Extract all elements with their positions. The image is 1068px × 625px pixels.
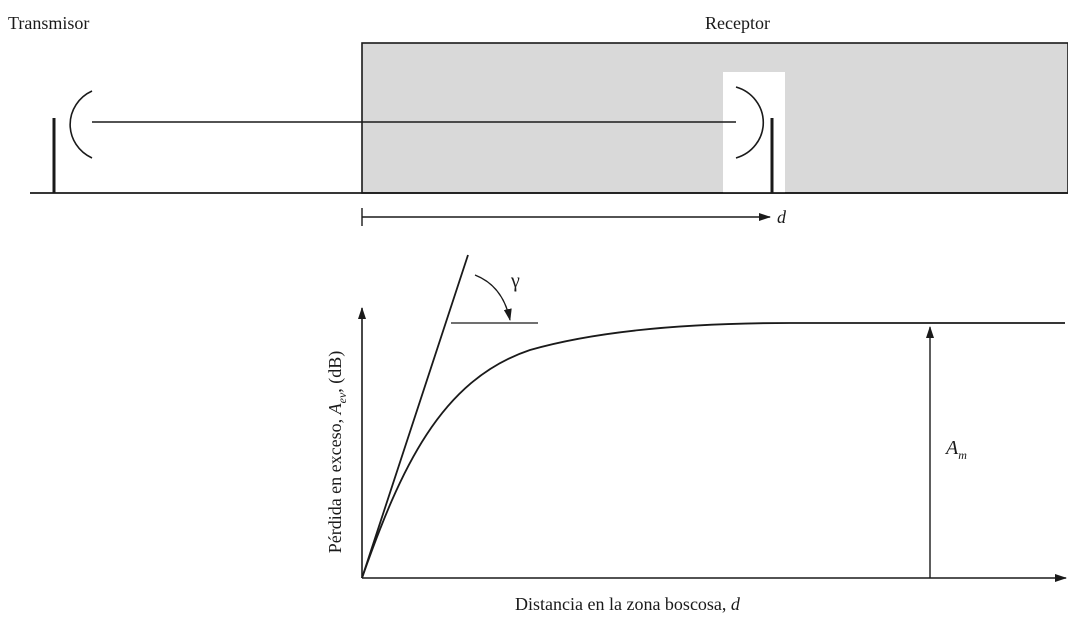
forest-zone: [361, 42, 1068, 194]
gamma-angle-arc: [474, 274, 512, 321]
distance-marker: [361, 208, 771, 226]
x-axis-label-text: Distancia en la zona boscosa,: [515, 594, 731, 614]
y-axis-label-sub: ev: [334, 392, 349, 404]
am-label-sub: m: [958, 448, 967, 462]
transmitter-antenna: [52, 90, 93, 193]
receiver-antenna: [735, 86, 774, 193]
y-axis-label-prefix: Pérdida en exceso,: [325, 414, 346, 554]
receiver-label: Receptor: [705, 13, 770, 33]
gamma-label: γ: [511, 270, 520, 292]
y-axis-label: Pérdida en exceso, Aev, (dB): [325, 350, 349, 554]
am-label: Am: [946, 438, 967, 461]
y-axis-label-suffix: , (dB): [325, 350, 346, 393]
distance-symbol-label: d: [777, 207, 786, 227]
x-axis-label-var: d: [730, 594, 740, 614]
tangent-line: [361, 254, 469, 579]
x-axis-label: Distancia en la zona boscosa, d: [515, 595, 740, 613]
am-label-main: A: [946, 437, 959, 459]
y-axis-label-var: A: [325, 403, 346, 415]
transmitter-label: Transmisor: [8, 13, 90, 33]
receiver-clearing: [723, 72, 785, 193]
attenuation-curve: [361, 322, 1065, 579]
